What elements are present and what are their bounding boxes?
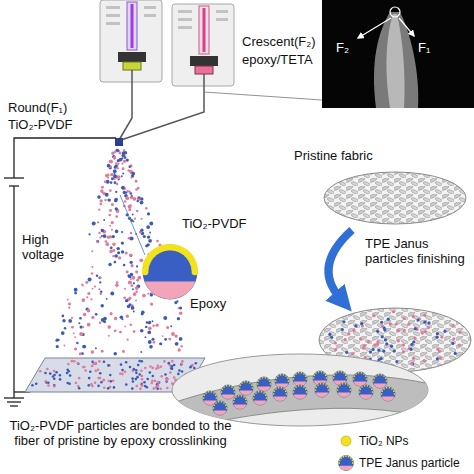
zoom-ellipse: TiO₂-PVDF particles are bonded to the fi… (170, 352, 430, 428)
legend-text: TPE Janus particle (359, 456, 460, 470)
syringe-pump (172, 4, 234, 86)
node-label: Epoxy (190, 296, 226, 311)
leader-line (204, 92, 322, 100)
node-label: TiO₂-PVDF (182, 216, 247, 231)
legend-swatch (337, 432, 355, 450)
node-label: Pristine fabric (294, 148, 373, 163)
leader-line (120, 195, 145, 255)
feed-label: Crescent(F₂) (242, 34, 316, 49)
syringe-pump (100, 0, 162, 82)
voltage-label: High voltage (22, 232, 80, 262)
jet-label: F₁ (418, 40, 430, 55)
legend: TiO₂ NPsTPE Janus particle (337, 430, 460, 474)
feed-label: epoxy/TETA (242, 52, 313, 67)
tubing (121, 74, 204, 140)
legend-row: TPE Janus particle (337, 452, 460, 474)
janus-particle-shape (140, 242, 200, 302)
legend-row: TiO₂ NPs (337, 430, 460, 452)
deposited-particles (31, 360, 197, 390)
legend-swatch (337, 454, 355, 472)
process-label: TPE Janus particles finishing (365, 236, 470, 266)
fabric-ellipse: Pristine fabric (322, 170, 468, 226)
jet-label: F₂ (336, 40, 349, 55)
feed-label: Round(F₁) (8, 100, 67, 115)
legend-text: TiO₂ NPs (359, 434, 409, 448)
feed-label: TiO₂-PVDF (8, 117, 73, 132)
fabric-ellipse-shape (322, 170, 468, 226)
jet-photo (322, 0, 474, 108)
node-label: TiO₂-PVDF particles are bonded to the fi… (8, 418, 233, 448)
janus-particle: TiO₂-PVDFEpoxy (140, 242, 200, 302)
process-arrow (328, 230, 352, 298)
zoom-ellipse-shape (170, 352, 430, 428)
nozzle (115, 138, 123, 146)
tubing (119, 70, 132, 140)
